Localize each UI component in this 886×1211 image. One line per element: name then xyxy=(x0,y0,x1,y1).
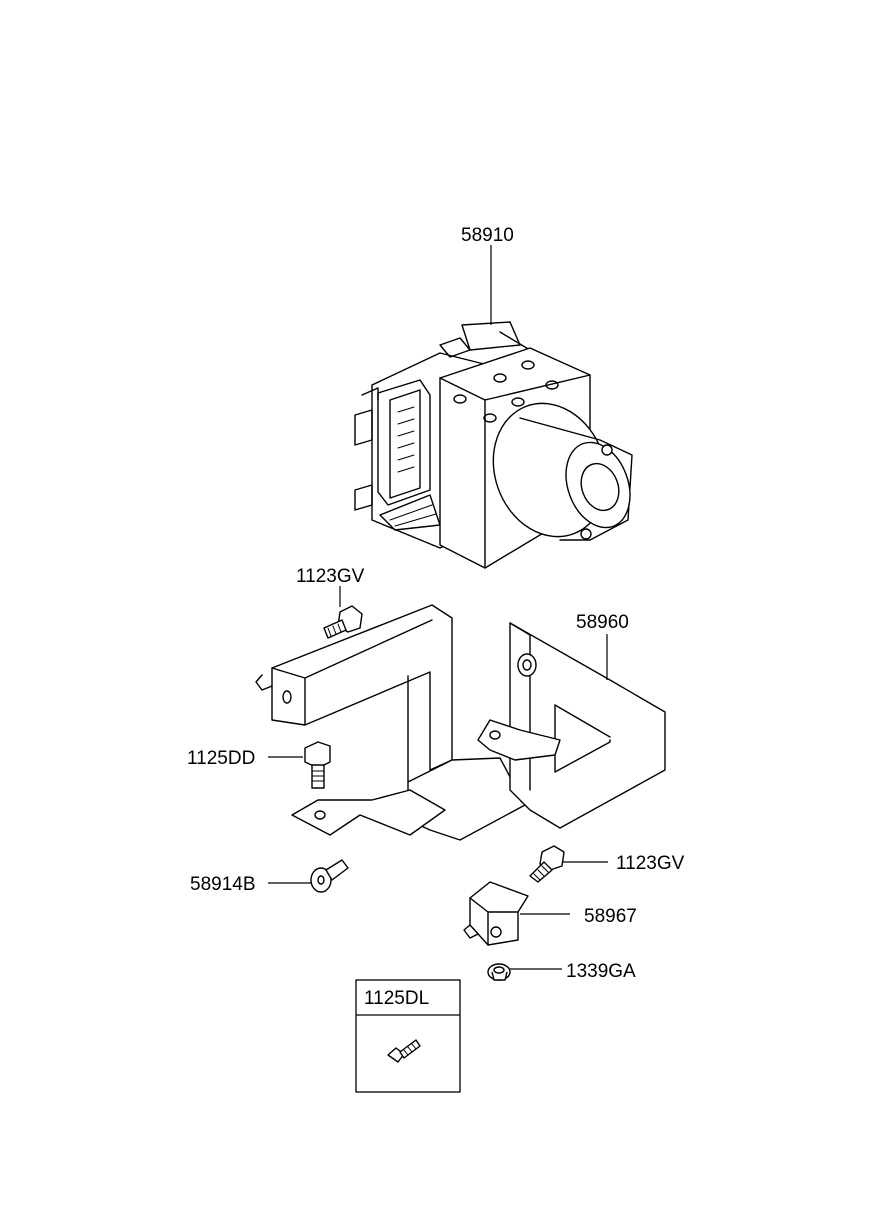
small-bracket-label: 58967 xyxy=(584,906,637,927)
bracket-bolt-left-label: 1125DD xyxy=(187,748,255,769)
nut-label: 1339GA xyxy=(566,961,636,982)
nut-drawing[interactable] xyxy=(487,963,511,981)
bracket-bolt-right-drawing[interactable] xyxy=(529,845,565,883)
abs-module-label: 58910 xyxy=(461,225,514,246)
inset-screw-label: 1125DL xyxy=(364,988,429,1009)
module-bracket-drawing[interactable] xyxy=(255,604,666,841)
bracket-bolt-top-drawing[interactable] xyxy=(323,605,363,639)
mount-bolt-label: 58914B xyxy=(190,874,256,895)
module-bracket-label: 58960 xyxy=(576,612,629,633)
abs-module-drawing[interactable] xyxy=(354,321,641,569)
bracket-bolt-top-label: 1123GV xyxy=(296,566,365,587)
inset-box xyxy=(355,979,461,1093)
bracket-bolt-left-drawing[interactable] xyxy=(304,741,331,789)
mount-bolt-drawing[interactable] xyxy=(310,859,349,893)
bracket-bolt-right-label: 1123GV xyxy=(616,853,685,874)
inset-screw-drawing[interactable] xyxy=(387,1039,421,1063)
small-bracket-drawing[interactable] xyxy=(463,881,529,946)
